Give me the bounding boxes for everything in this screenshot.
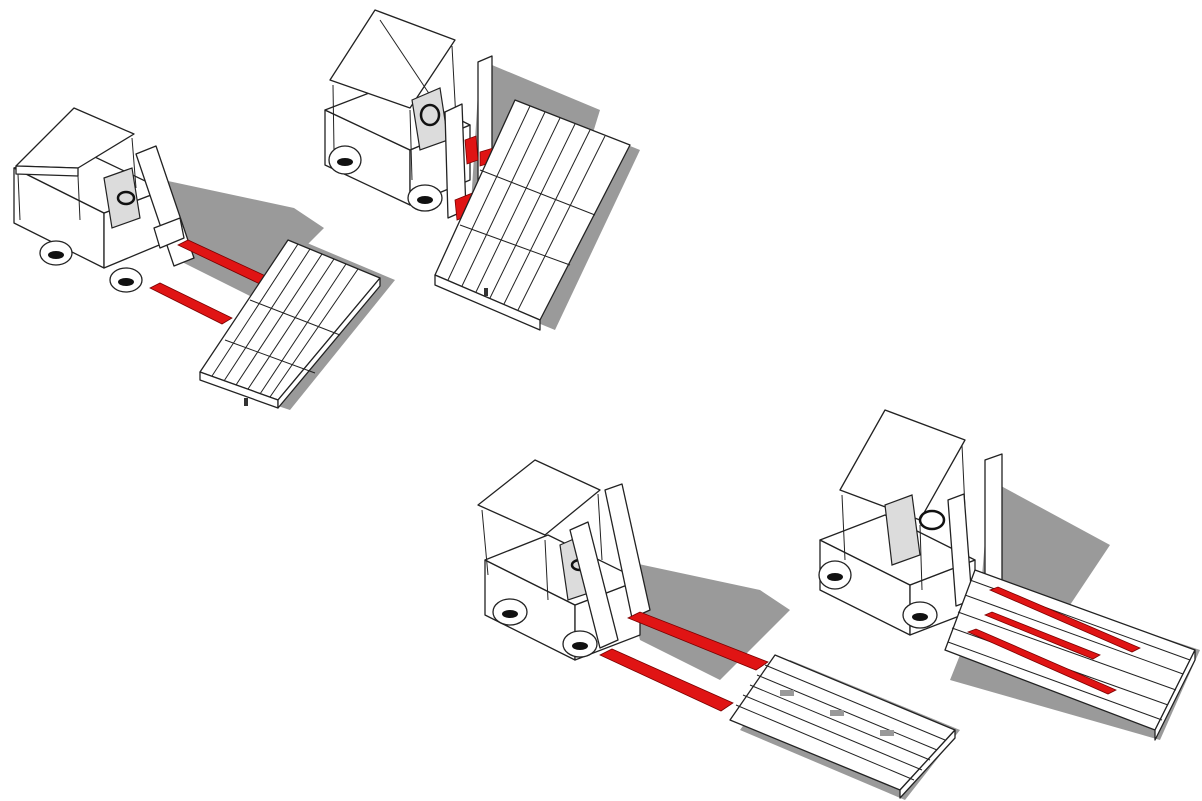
forklift-3 [478,460,650,660]
forklift-2 [325,10,492,218]
fork-right [150,283,232,324]
pallet-3 [730,655,960,800]
scene-forklift-inserted-flat [819,410,1200,740]
fork-tilt-a [465,136,478,164]
